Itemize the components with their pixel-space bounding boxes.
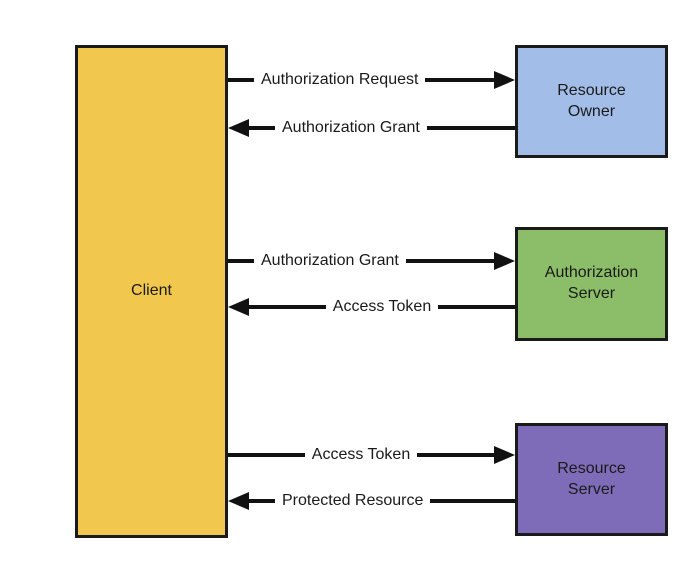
- arrowhead-left-icon: [228, 298, 249, 316]
- arrowhead-left-icon: [228, 119, 249, 137]
- arrow-label: Authorization Grant: [282, 119, 420, 136]
- arrow-line: [249, 499, 275, 503]
- arrow-authorization-request: Authorization Request: [228, 70, 515, 90]
- arrow-line: [417, 453, 495, 457]
- arrow-access-token-return: Access Token: [228, 297, 516, 317]
- arrow-line: [228, 453, 305, 457]
- node-resource-owner: Resource Owner: [515, 45, 668, 158]
- arrow-protected-resource: Protected Resource: [228, 491, 515, 511]
- arrowhead-right-icon: [494, 446, 516, 464]
- arrow-label: Access Token: [332, 298, 432, 315]
- arrow-label: Access Token: [311, 446, 411, 463]
- arrow-label: Authorization Request: [261, 71, 419, 88]
- arrow-line: [228, 78, 254, 82]
- node-client: Client: [75, 45, 228, 538]
- arrowhead-right-icon: [494, 71, 515, 89]
- arrow-label: Protected Resource: [282, 492, 424, 509]
- arrow-authorization-grant-return: Authorization Grant: [228, 118, 515, 138]
- arrow-line: [405, 259, 494, 263]
- arrow-access-token: Access Token: [228, 445, 516, 465]
- arrow-line: [430, 499, 515, 503]
- arrowhead-right-icon: [494, 252, 515, 270]
- arrow-line: [228, 259, 254, 263]
- arrow-line: [426, 126, 515, 130]
- arrow-line: [249, 126, 275, 130]
- node-resource-server: Resource Server: [515, 423, 668, 536]
- arrow-line: [438, 305, 516, 309]
- node-authorization-server: Authorization Server: [515, 227, 668, 341]
- arrowhead-left-icon: [228, 492, 249, 510]
- arrow-line: [249, 305, 326, 309]
- arrow-line: [425, 78, 494, 82]
- arrow-authorization-grant: Authorization Grant: [228, 251, 515, 271]
- arrow-label: Authorization Grant: [261, 252, 399, 269]
